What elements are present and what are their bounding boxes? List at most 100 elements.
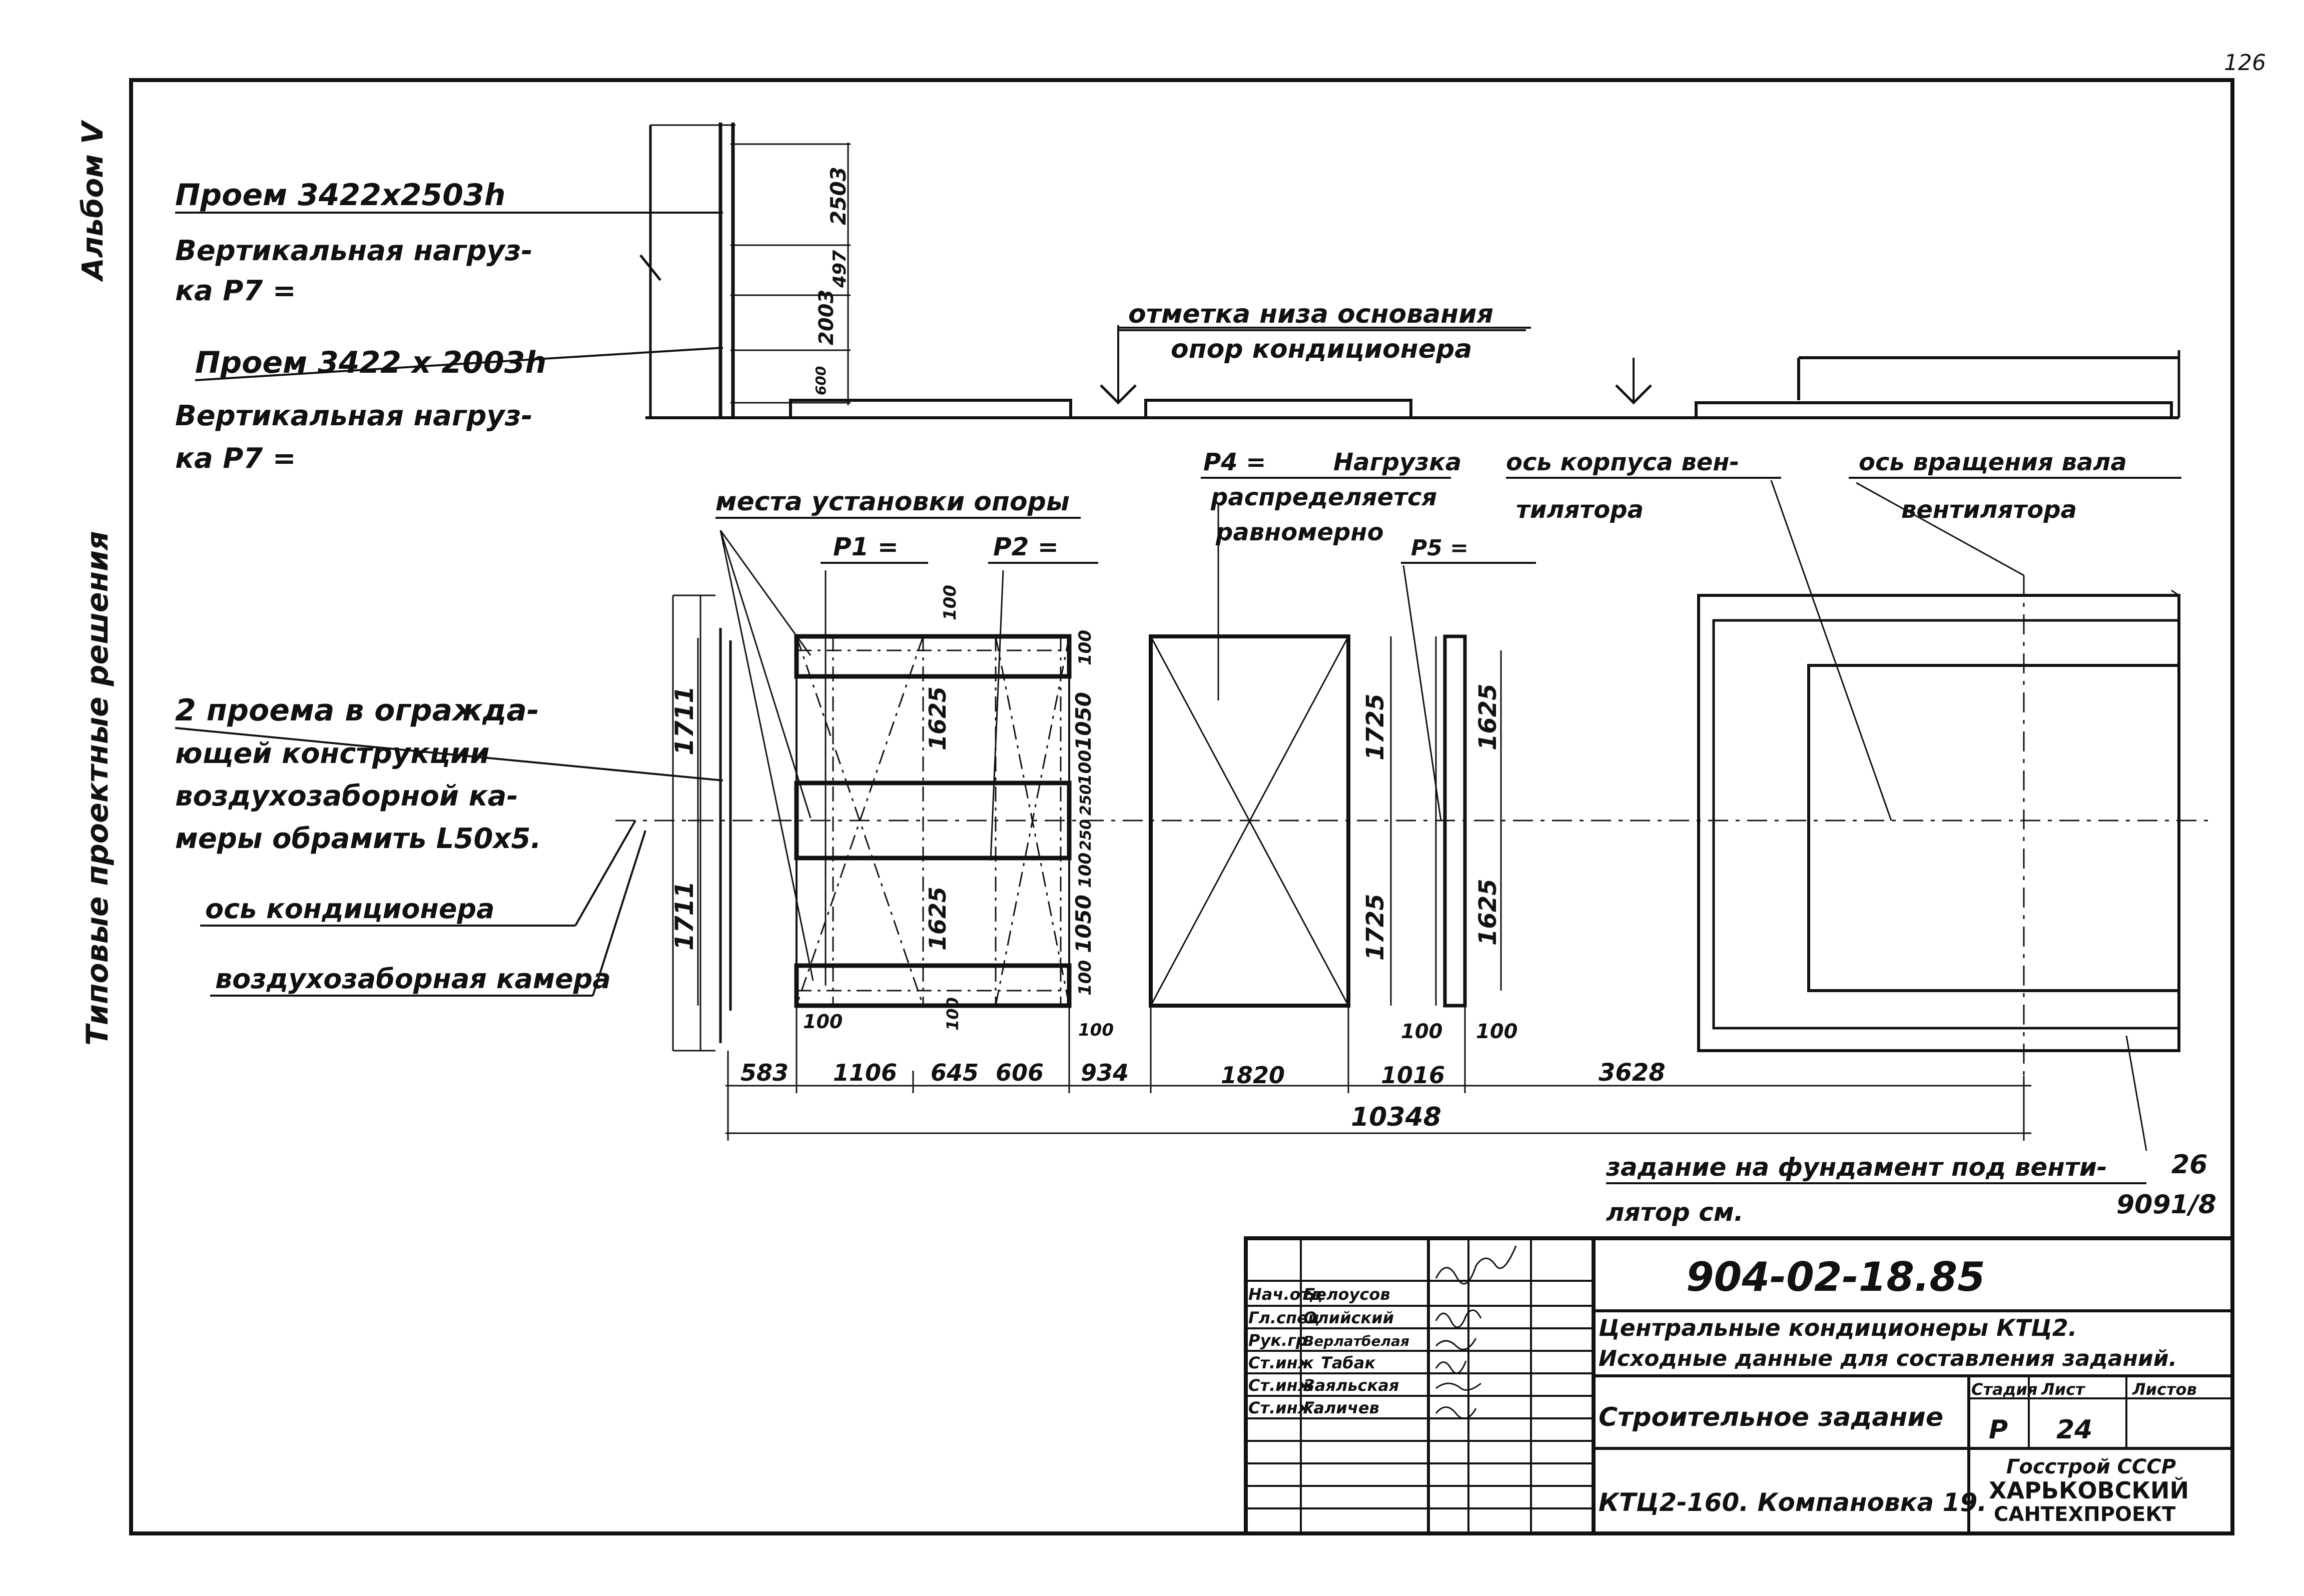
foundation-ref-top: 26 <box>2171 1150 2207 1180</box>
title-block-grid <box>1244 1236 2234 1535</box>
dim-100-d: 100 <box>1075 853 1095 888</box>
p4-label: Р4 = <box>1203 448 1266 476</box>
foundation-note-line1: задание на фундамент под венти- <box>1606 1153 2107 1182</box>
fan-body-axis-line2: тилятора <box>1516 496 1644 524</box>
conditioner-axis-leader <box>574 820 636 926</box>
load-bottom-line1: Вертикальная нагруз- <box>175 400 533 432</box>
load-top-line2: ка Р7 = <box>175 275 296 307</box>
sheet-frame <box>129 78 2234 1535</box>
staff-name: Олийский <box>1303 1308 1394 1327</box>
dim-1725-b: 1725 <box>1361 894 1389 961</box>
signatures <box>1435 1245 1517 1419</box>
frame-note-line4: меры обрамить L50х5. <box>175 823 541 855</box>
intake-chamber-leader <box>592 830 646 996</box>
dim-h-100-b: 100 <box>943 997 962 1031</box>
staff-role: Ст.инж <box>1248 1376 1314 1395</box>
dim-100-c: 100 <box>1075 750 1095 785</box>
p4-distrib-line1: распределяется <box>1210 483 1437 511</box>
sheets-header: Листов <box>2132 1380 2197 1399</box>
p4-distrib-line2: равномерно <box>1215 518 1384 546</box>
shaft-axis-line2: вентилятора <box>1901 496 2077 524</box>
staff-role: Ст.инж. <box>1248 1398 1320 1417</box>
staff-name: Галичев <box>1303 1398 1379 1417</box>
support-places-label: места установки опоры <box>715 487 1070 517</box>
dim-583: 583 <box>740 1059 789 1086</box>
project-title-line2: Исходные данные для составления заданий. <box>1599 1346 2177 1371</box>
sheet-number: 24 <box>2056 1415 2092 1445</box>
foundation-note-line2: лятор см. <box>1606 1198 1744 1227</box>
album-label: Альбом V <box>76 120 110 282</box>
staff-role: Нач.отд <box>1248 1285 1323 1304</box>
load-top-line1: Вертикальная нагруз- <box>175 235 533 267</box>
dim-left-1711-bottom: 1711 <box>670 881 699 951</box>
p2-label: Р2 = <box>993 532 1059 561</box>
dim-2003: 2003 <box>815 290 838 345</box>
dim-1820: 1820 <box>1221 1062 1285 1089</box>
title-block-text: 904-02-18.85 Центральные кондиционеры КТ… <box>1599 1254 2197 1526</box>
dim-250-b: 250 <box>1077 819 1095 851</box>
dim-h-100-a: 100 <box>803 1011 843 1033</box>
load-bottom-line2: ка Р7 = <box>175 442 296 475</box>
intake-chamber-label: воздухозаборная камера <box>215 963 611 995</box>
dim-1725-a: 1725 <box>1361 693 1389 760</box>
opening-notes: Проем 3422х2503h Вертикальная нагруз- ка… <box>175 178 723 475</box>
org-line1: Госстрой СССР <box>2006 1455 2176 1478</box>
plan-view <box>615 480 2211 1151</box>
frame-note-line2: ющей конструкции <box>175 737 489 770</box>
staff-name: Заяльская <box>1303 1376 1399 1395</box>
stage-value: Р <box>1989 1415 2008 1445</box>
dim-934: 934 <box>1081 1059 1129 1086</box>
frame-note: 2 проема в огражда- ющей конструкции воз… <box>175 693 723 855</box>
frame-note-line1: 2 проема в огражда- <box>175 693 539 728</box>
layout-title: КТЦ2-160. Компановка 19. <box>1599 1488 1987 1517</box>
fan-body-axis-line1: ось корпуса вен- <box>1506 448 1739 476</box>
p4-load-label: Нагрузка <box>1333 448 1461 476</box>
project-title-line1: Центральные кондиционеры КТЦ2. <box>1599 1314 2077 1341</box>
p5-label: Р5 = <box>1411 535 1468 561</box>
org-line2: ХАРЬКОВСКИЙ <box>1989 1477 2189 1504</box>
dim-total-10348: 10348 <box>1351 1102 1441 1132</box>
dim-1625-b: 1625 <box>924 887 951 951</box>
dim-497: 497 <box>830 250 850 288</box>
dim-2503: 2503 <box>826 167 851 225</box>
document-code: 904-02-18.85 <box>1686 1254 1985 1300</box>
stage-header: Стадия <box>1971 1380 2037 1399</box>
base-mark-line2: опор кондиционера <box>1171 334 1472 364</box>
dim-left-1711-top: 1711 <box>670 686 699 755</box>
task-title: Строительное задание <box>1599 1402 1943 1432</box>
dim-3628: 3628 <box>1599 1059 1666 1087</box>
elevation-view <box>639 123 2180 419</box>
dim-1050-b: 1050 <box>1071 895 1096 953</box>
staff-role: Гл.спец <box>1248 1308 1319 1327</box>
dim-100-a: 100 <box>940 585 960 620</box>
dim-h-100-c: 100 <box>1078 1020 1114 1040</box>
dim-100-b: 100 <box>1075 630 1095 665</box>
dim-606: 606 <box>996 1059 1044 1086</box>
series-title: Типовые проектные решения <box>80 531 115 1046</box>
dim-1625-d: 1625 <box>1474 879 1502 946</box>
dim-1106: 1106 <box>833 1059 897 1086</box>
dim-1050-a: 1050 <box>1071 692 1096 750</box>
dim-1625-a: 1625 <box>924 686 951 750</box>
staff-name: Белоусов <box>1303 1285 1390 1304</box>
opening-top-label: Проем 3422х2503h <box>175 178 505 213</box>
staff-role: Рук.гр. <box>1248 1331 1313 1350</box>
p1-label: Р1 = <box>833 532 899 561</box>
dim-1625-c: 1625 <box>1474 683 1502 750</box>
staff-name: Табак <box>1321 1353 1376 1372</box>
title-staff-table: Нач.отд Белоусов Гл.спец Олийский Рук.гр… <box>1248 1285 1409 1417</box>
shaft-axis-line1: ось вращения вала <box>1859 448 2127 476</box>
staff-role: Ст.инж <box>1248 1353 1314 1372</box>
page-mark: 126 <box>2224 50 2266 76</box>
dim-1016: 1016 <box>1381 1062 1445 1089</box>
frame-note-line3: воздухозаборной ка- <box>175 780 518 813</box>
org-line3: САНТЕХПРОЕКТ <box>1994 1503 2176 1526</box>
dim-100-e: 100 <box>1075 960 1095 996</box>
foundation-ref-bottom: 9091/8 <box>2116 1190 2216 1220</box>
dim-h-100-e: 100 <box>1476 1020 1518 1043</box>
dim-645: 645 <box>931 1059 979 1086</box>
dim-250-a: 250 <box>1077 784 1095 816</box>
conditioner-axis-label: ось кондиционера <box>205 893 495 925</box>
dim-h-100-d: 100 <box>1401 1020 1443 1043</box>
